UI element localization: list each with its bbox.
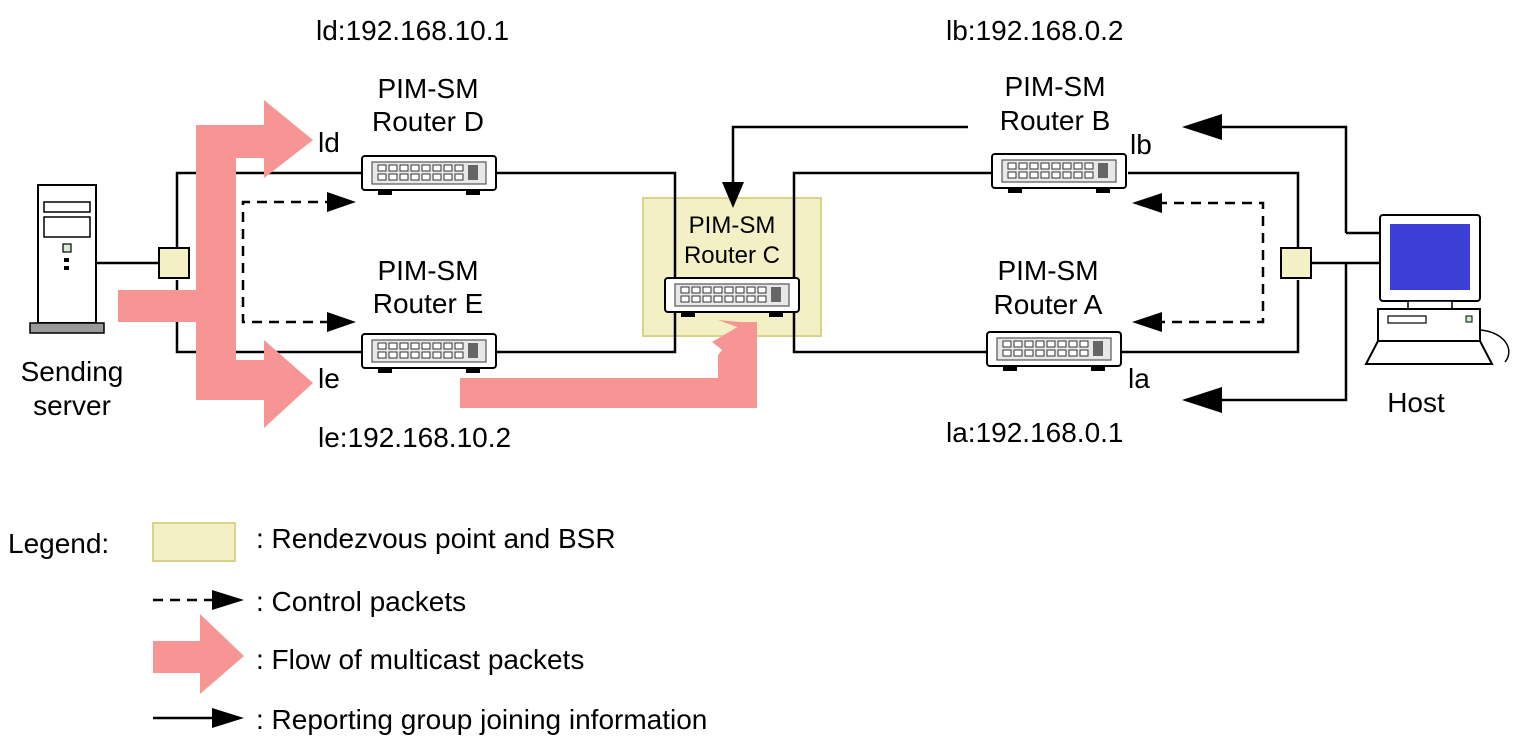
- interface-le-address: le:192.168.10.2: [318, 422, 511, 453]
- router-e-label-line1: PIM-SM: [377, 255, 478, 286]
- legend-control-text: : Control packets: [256, 586, 466, 617]
- legend-rp-swatch: [152, 522, 236, 562]
- router-a-label-line2: Router A: [994, 289, 1103, 320]
- legend-reporting-text: : Reporting group joining information: [256, 704, 707, 735]
- control-packets-left-heads: [327, 192, 356, 332]
- interface-lb-label: lb: [1130, 129, 1152, 160]
- legend-multicast-arrow: [153, 614, 244, 694]
- router-a-icon: [986, 331, 1122, 372]
- router-c-icon: [664, 277, 800, 318]
- router-e-icon: [361, 333, 497, 374]
- interface-lb-address: lb:192.168.0.2: [946, 15, 1124, 46]
- router-d-label-line1: PIM-SM: [377, 73, 478, 104]
- host-computer-icon: [1364, 214, 1510, 365]
- interface-ld-address: ld:192.168.10.1: [316, 15, 509, 46]
- legend-title: Legend:: [8, 528, 109, 559]
- interface-la-address: la:192.168.0.1: [946, 417, 1124, 448]
- router-d-icon: [361, 155, 497, 196]
- sending-server-label-line1: Sending: [21, 356, 124, 387]
- right-hub: [1280, 247, 1312, 279]
- multicast-flow: [118, 100, 757, 428]
- legend-control-arrowhead: [212, 590, 244, 610]
- legend-multicast-text: : Flow of multicast packets: [256, 644, 584, 675]
- router-b-label-line1: PIM-SM: [1004, 71, 1105, 102]
- interface-le-label: le: [318, 363, 340, 394]
- reporting-arrows: [731, 125, 1348, 402]
- router-c-label-line2: Router C: [684, 242, 780, 269]
- control-packets-left: [241, 200, 352, 324]
- router-c-label-line1: PIM-SM: [689, 212, 776, 239]
- router-a-label-line1: PIM-SM: [997, 255, 1098, 286]
- router-d-label-line2: Router D: [372, 106, 484, 137]
- legend-rp-text: : Rendezvous point and BSR: [256, 523, 616, 554]
- router-b-label-line2: Router B: [1000, 105, 1111, 136]
- reporting-arrow-heads: [722, 114, 1222, 413]
- legend-reporting-arrowhead: [212, 708, 244, 728]
- control-packets-right: [1140, 201, 1265, 324]
- interface-la-label: la: [1128, 363, 1150, 394]
- router-e-label-line2: Router E: [373, 288, 484, 319]
- interface-ld-label: ld: [318, 127, 340, 158]
- router-b-icon: [991, 153, 1127, 194]
- sending-server-label-line2: server: [33, 390, 111, 421]
- control-packets-right-heads: [1132, 193, 1162, 332]
- sending-server-icon: [29, 184, 105, 334]
- left-hub: [158, 247, 190, 279]
- host-label: Host: [1387, 387, 1445, 418]
